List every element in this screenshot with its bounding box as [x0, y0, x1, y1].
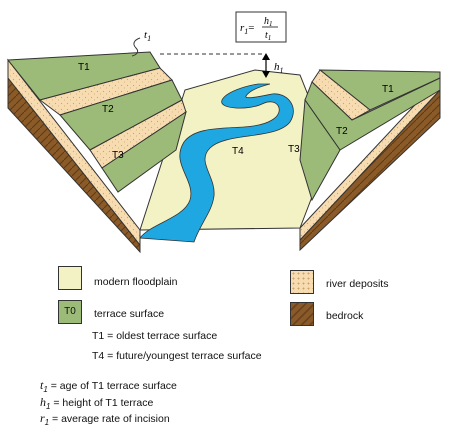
formula-lhs: r1=	[240, 22, 255, 36]
terrace-t3-right	[299, 98, 341, 202]
label-t1-right: T1	[382, 84, 394, 95]
label-t4: T4	[232, 146, 244, 157]
symbol-h1: h1	[274, 61, 284, 75]
terrace-t3-left	[101, 110, 187, 193]
definition-r1: r1 = average rate of incision	[40, 411, 170, 428]
deposits-left-face	[7, 58, 141, 247]
legend-terrace-label: terrace surface	[94, 308, 165, 320]
label-t2-right: T2	[336, 126, 348, 137]
legend-floodplain-label: modern floodplain	[94, 276, 178, 288]
formula-den: t1	[265, 30, 271, 42]
swatch-floodplain	[58, 266, 82, 290]
symbol-t1: t1	[144, 29, 151, 43]
label-t1-left: T1	[78, 62, 90, 73]
formula-num: h1	[264, 16, 273, 28]
river-channel	[139, 83, 294, 243]
t1-leader	[131, 37, 141, 57]
definition-t1: t1 = age of T1 terrace surface	[40, 378, 177, 395]
definition-h1: h1 = height of T1 terrace	[40, 395, 154, 412]
note-t1: T1 = oldest terrace surface	[92, 330, 218, 342]
label-t2-left: T2	[102, 104, 114, 115]
swatch-bedrock	[290, 302, 314, 326]
label-t3-left: T3	[112, 150, 124, 161]
note-t4: T4 = future/youngest terrace surface	[92, 350, 262, 362]
legend-bedrock-label: bedrock	[326, 310, 364, 322]
label-t3-right: T3	[288, 144, 300, 155]
swatch-river-deposits	[290, 270, 314, 294]
legend-deposits-label: river deposits	[326, 278, 389, 290]
swatch-terrace-surface: T0	[58, 300, 82, 324]
